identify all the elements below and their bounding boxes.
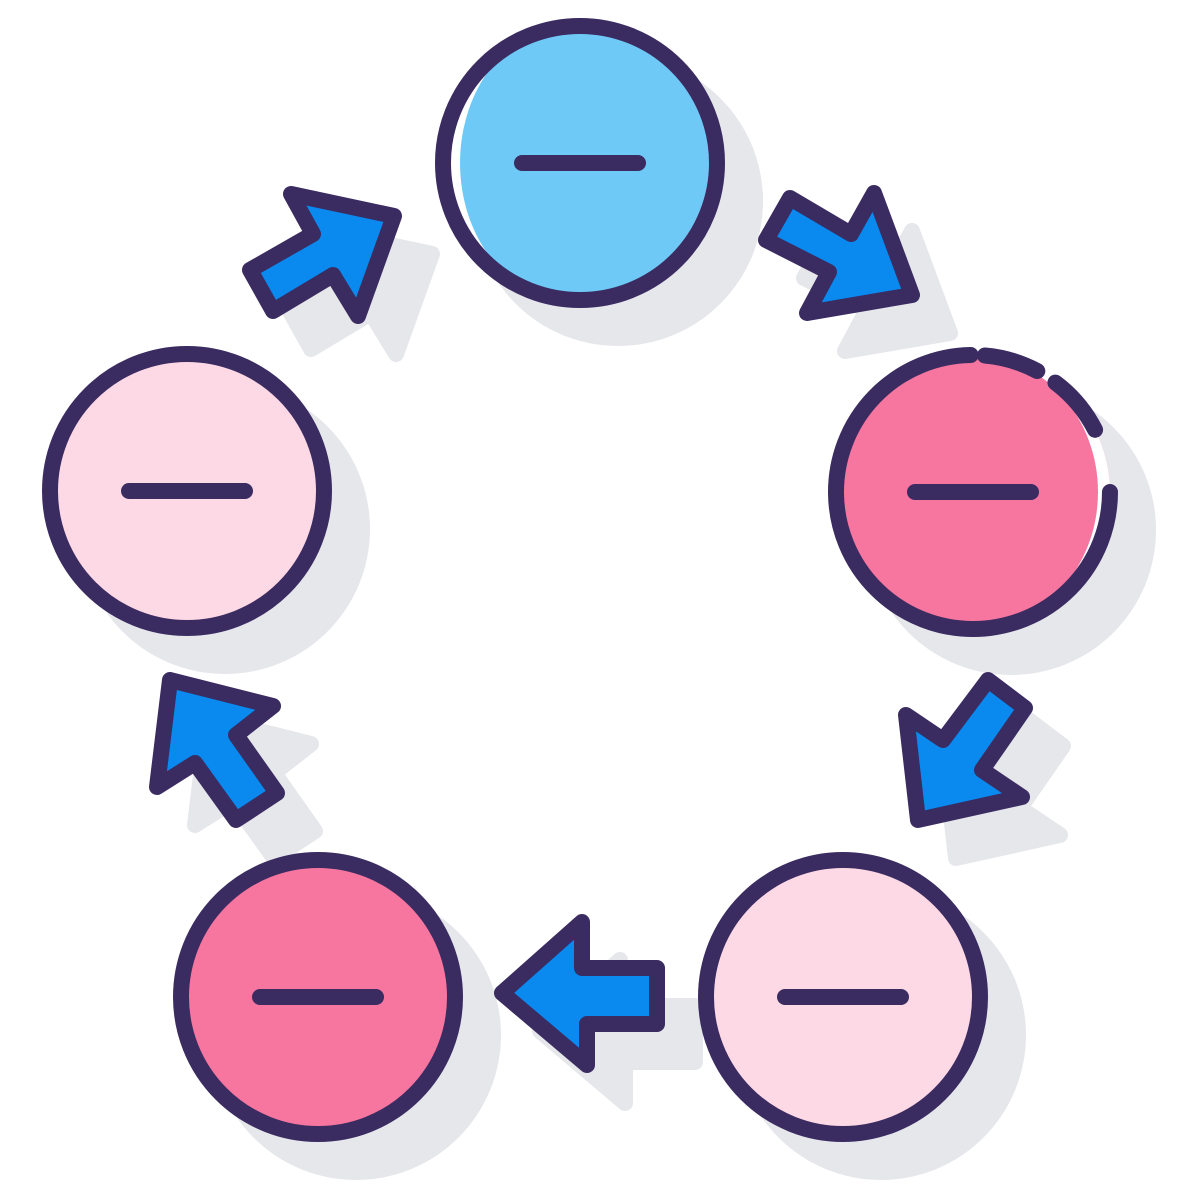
node-outline <box>1047 374 1104 438</box>
arrow-down-right-icon <box>758 185 920 321</box>
node-outline <box>435 18 725 308</box>
cycle-node <box>698 852 988 1142</box>
cycle-node <box>828 347 1118 637</box>
node-outline <box>173 852 463 1142</box>
arrow-up-left-icon <box>149 672 285 828</box>
cycle-node <box>173 852 463 1142</box>
cycle-node <box>42 346 332 636</box>
node-outline <box>42 346 332 636</box>
node-outline <box>698 852 988 1142</box>
node-outline <box>828 347 1118 637</box>
node-outline <box>976 347 1046 380</box>
arrow-up-right-icon <box>242 186 402 324</box>
arrow-down-left-icon <box>898 672 1033 828</box>
arrow-left-icon <box>494 914 665 1073</box>
cycle-node <box>433 18 725 308</box>
